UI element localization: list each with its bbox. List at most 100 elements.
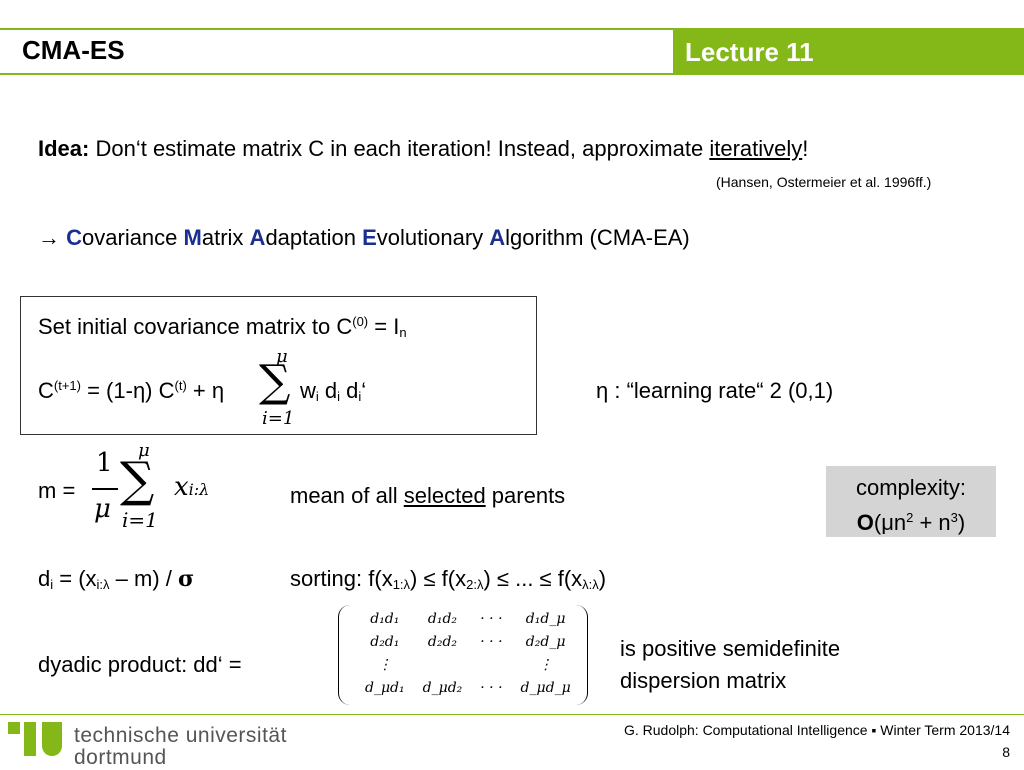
frac-num: 1 xyxy=(96,448,113,478)
tu-logo xyxy=(8,718,66,769)
acronym-rest: volutionary xyxy=(376,225,490,250)
lecture-badge: Lecture 11 xyxy=(673,30,1024,73)
di-d: d xyxy=(38,566,51,591)
matrix-cell: · · · xyxy=(480,633,503,650)
init-eq: = I xyxy=(368,314,400,339)
matrix-row: d₂d₁ d₂d₂ · · · d₂d_μ xyxy=(356,630,580,653)
update-sup2: (t) xyxy=(174,378,187,393)
matrix-cell: ⋮ xyxy=(538,656,553,673)
logo-text-line2: dortmund xyxy=(74,746,167,769)
algorithm-box xyxy=(20,296,537,435)
matrix-left-paren xyxy=(338,605,351,705)
acronym-rest: ovariance xyxy=(82,225,184,250)
frac-den: μ xyxy=(94,494,111,524)
update-line-right: wi di di‘ xyxy=(300,378,366,404)
sort-m1: ) ≤ f(x xyxy=(410,566,467,591)
complexity-pre: (μn xyxy=(873,510,907,535)
acronym-letter: A xyxy=(249,225,266,250)
psd-note-2: dispersion matrix xyxy=(620,668,787,693)
matrix-cell: d₂d₂ xyxy=(427,633,458,650)
matrix-cell: d₁d_μ xyxy=(525,610,566,627)
psd-note-1: is positive semidefinite xyxy=(620,636,841,661)
complexity-sq: 2 xyxy=(906,510,914,525)
mean-sum-top: μ xyxy=(138,440,150,461)
matrix-cell: d₂d_μ xyxy=(525,633,566,650)
acronym-rest: lgorithm (CMA-EA) xyxy=(505,225,690,250)
matrix-cell: · · · xyxy=(480,610,503,627)
update-w: w xyxy=(300,378,316,403)
complexity-box: complexity: O(μn2 + n3) xyxy=(826,466,996,537)
idea-line: Idea: Don‘t estimate matrix C in each it… xyxy=(38,136,808,162)
update-end: ‘ xyxy=(361,378,367,403)
update-d: d xyxy=(318,378,338,403)
acronym-letter: C xyxy=(66,225,83,250)
sum-bottom: i=1 xyxy=(262,408,295,429)
idea-underlined: iteratively xyxy=(709,136,803,161)
idea-text-mid: in each iteration! Instead, approximate xyxy=(324,136,710,161)
mean-sum-bottom: i=1 xyxy=(122,508,158,532)
matrix-cell: · · · xyxy=(480,679,503,696)
sort-s1: 1:λ xyxy=(392,577,411,592)
matrix-cell: ⋮ xyxy=(377,656,392,673)
sorting-line: sorting: f(x1:λ) ≤ f(x2:λ) ≤ ... ≤ f(xλ:… xyxy=(290,566,606,592)
footer-rule xyxy=(0,714,1024,715)
footer-credit: G. Rudolph: Computational Intelligence ▪… xyxy=(623,722,1010,738)
mean-x: x xyxy=(174,472,189,502)
di-post: – m) / xyxy=(109,566,178,591)
sort-m2: ) ≤ ... ≤ f(x xyxy=(483,566,583,591)
mean-desc-underlined: selected xyxy=(403,483,486,508)
matrix-cell xyxy=(471,653,511,676)
di-eq: = (x xyxy=(53,566,97,591)
header-top-rule xyxy=(0,28,1024,30)
sum-top: μ xyxy=(276,346,288,367)
sort-end: ) xyxy=(598,566,607,591)
matrix-cell: d_μd₁ xyxy=(365,679,405,696)
matrix-cell: d_μd_μ xyxy=(520,679,571,696)
update-line-left: C(t+1) = (1-η) C(t) + η xyxy=(38,378,224,404)
mean-desc-post: parents xyxy=(485,483,566,508)
update-mid: = (1-η) C xyxy=(80,378,175,403)
di-line: di = (xi:λ – m) / σ xyxy=(38,566,194,592)
update-plus: + η xyxy=(186,378,225,403)
idea-text-end: ! xyxy=(802,136,809,161)
matrix-cell xyxy=(414,653,472,676)
init-sub: n xyxy=(399,325,407,340)
init-line: Set initial covariance matrix to C(0) = … xyxy=(38,314,407,340)
header-bottom-rule xyxy=(0,73,1024,75)
idea-matrix: C xyxy=(308,136,325,161)
sort-s3: λ:λ xyxy=(582,577,599,592)
mean-desc-pre: mean of all xyxy=(290,483,404,508)
logo-text-line1: technische universität xyxy=(74,724,287,747)
citation: (Hansen, Ostermeier et al. 1996ff.) xyxy=(716,174,932,190)
matrix-cell: d₂d₁ xyxy=(370,633,400,650)
init-sup: (0) xyxy=(352,314,369,329)
frac-bar xyxy=(92,488,118,490)
mean-term: xi:λ xyxy=(174,472,209,502)
mean-description: mean of all selected parents xyxy=(290,483,565,509)
init-text: Set initial covariance matrix to C xyxy=(38,314,353,339)
complexity-close: ) xyxy=(957,510,966,535)
di-xsub: i:λ xyxy=(96,577,110,592)
update-sup1: (t+1) xyxy=(53,378,81,393)
idea-label: Idea: xyxy=(38,136,90,161)
cma-ea-line: → Covariance Matrix Adaptation Evolution… xyxy=(38,225,690,251)
idea-text: Don‘t estimate matrix xyxy=(89,136,309,161)
sort-pre: sorting: f(x xyxy=(290,566,393,591)
page-number: 8 xyxy=(1002,744,1010,760)
complexity-plus: + n xyxy=(913,510,951,535)
big-o: O xyxy=(856,510,874,535)
update-d-sub: i xyxy=(337,389,341,404)
arrow-icon: → xyxy=(38,225,67,250)
mean-x-sub: i:λ xyxy=(188,480,210,499)
update-d2-sub: i xyxy=(358,389,362,404)
di-sub: i xyxy=(50,577,54,592)
matrix-cell: d₁d₂ xyxy=(427,610,458,627)
tu-logo-icon xyxy=(8,722,62,756)
matrix-right-paren xyxy=(575,605,588,705)
mean-sum-icon: ∑ xyxy=(120,452,155,508)
acronym-rest: atrix xyxy=(201,225,250,250)
lecture-label: Lecture 11 xyxy=(685,37,814,67)
